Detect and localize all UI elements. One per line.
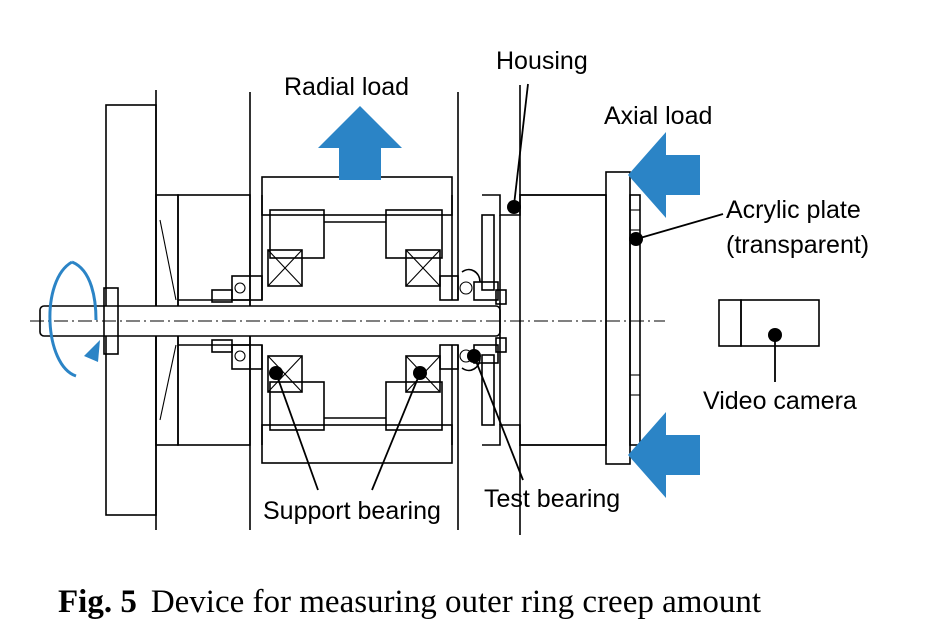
video-camera-label: Video camera <box>703 387 857 415</box>
acrylic-plate <box>605 171 641 465</box>
radial-load-label: Radial load <box>284 73 409 101</box>
shaft <box>30 287 665 355</box>
support-bearing-housing <box>211 176 459 464</box>
figure-caption: Fig. 5 Device for measuring outer ring cr… <box>58 584 761 620</box>
radial-load-arrow-icon <box>318 106 402 180</box>
axial-load-label: Axial load <box>604 102 712 130</box>
acrylic-plate-sublabel: (transparent) <box>726 231 869 259</box>
test-bearing-label: Test bearing <box>484 485 620 513</box>
axial-load-arrow-bottom-icon <box>628 412 700 498</box>
housing-label: Housing <box>496 47 588 75</box>
leaders <box>269 83 782 491</box>
video-camera-icon <box>718 299 820 347</box>
axial-load-arrow-top-icon <box>628 132 700 218</box>
acrylic-plate-label: Acrylic plate <box>726 196 861 224</box>
support-bearing-label: Support bearing <box>263 497 441 525</box>
figure-title: Device for measuring outer ring creep am… <box>151 584 761 620</box>
rotation-arrow-icon <box>48 260 100 378</box>
figure-number: Fig. 5 <box>58 584 137 620</box>
